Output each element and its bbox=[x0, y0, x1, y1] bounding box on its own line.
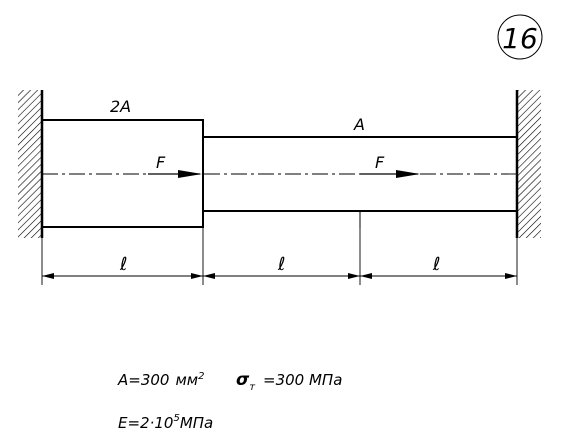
yield-stress-value: =300 МПа bbox=[263, 371, 342, 389]
problem-number: 16 bbox=[502, 22, 538, 55]
left-wall bbox=[18, 90, 44, 238]
problem-number-badge: 16 bbox=[497, 14, 543, 60]
length-label-3: ℓ bbox=[432, 254, 440, 275]
force-label-1: F bbox=[156, 153, 166, 172]
length-label-2: ℓ bbox=[277, 254, 285, 275]
dimension-lines bbox=[41, 227, 518, 285]
yield-stress-symbol: σт bbox=[236, 370, 256, 393]
right-wall bbox=[515, 90, 541, 238]
force-label-2: F bbox=[375, 153, 385, 172]
area-label-right: A bbox=[353, 115, 365, 134]
force-arrow-1: F bbox=[148, 153, 202, 178]
modulus-value: E=2·105МПа bbox=[118, 413, 213, 432]
length-label-1: ℓ bbox=[119, 254, 127, 275]
force-arrow-2: F bbox=[360, 153, 420, 178]
area-label-left: 2A bbox=[110, 97, 131, 116]
